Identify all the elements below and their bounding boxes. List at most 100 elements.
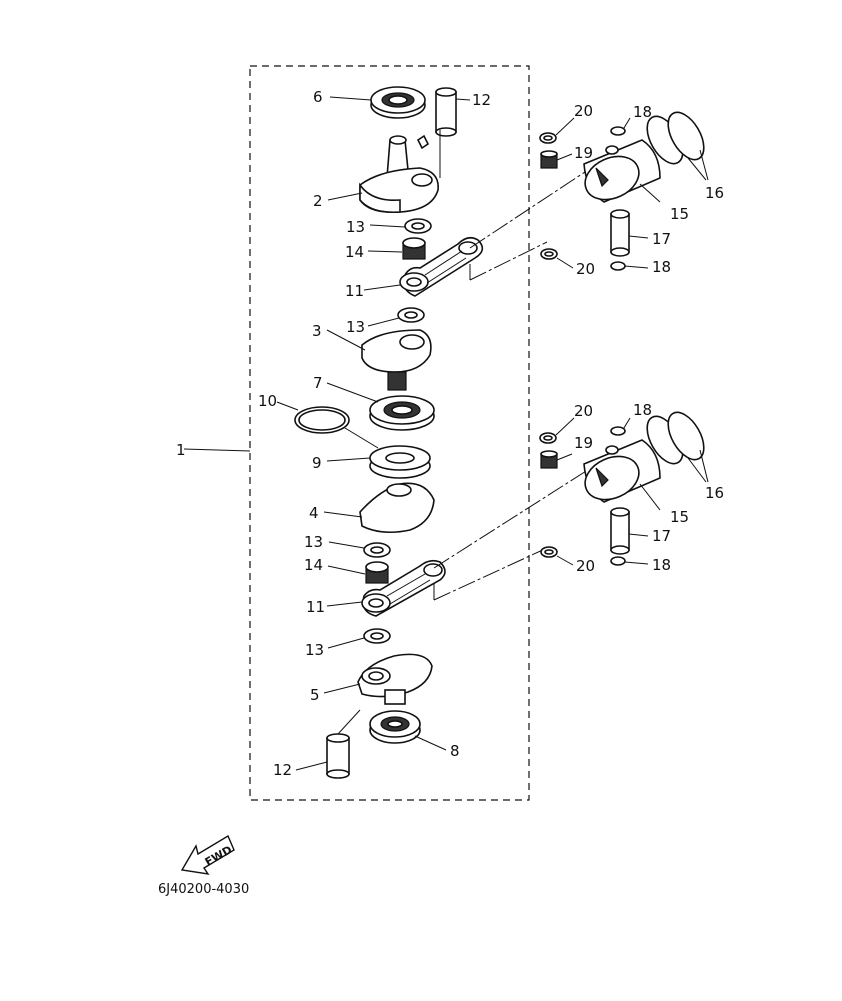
part-3-crank-web	[361, 329, 432, 391]
leader-11a	[363, 284, 401, 291]
label-7: 7	[313, 374, 323, 392]
part-9-seal	[369, 445, 431, 479]
label-19b: 19	[574, 434, 593, 452]
leader-17b	[628, 533, 649, 537]
label-17a: 17	[652, 230, 671, 248]
part-2-crank-web	[359, 167, 439, 214]
leader-10-to-9	[344, 427, 379, 449]
label-15a: 15	[670, 205, 689, 223]
leader-14b	[327, 565, 366, 575]
part-14-needle-bearing-b	[365, 561, 389, 584]
label-13b: 13	[346, 318, 365, 336]
leader-16b2	[699, 449, 709, 483]
leader-9	[326, 457, 371, 462]
centerline-lower-c	[433, 547, 548, 601]
leader-7	[326, 382, 379, 403]
label-20b: 20	[576, 260, 595, 278]
label-20a: 20	[574, 102, 593, 120]
leader-16b	[687, 457, 707, 483]
part-13-washer-b	[397, 307, 425, 323]
leader-4	[323, 511, 363, 518]
label-18d: 18	[652, 556, 671, 574]
label-12a: 12	[472, 91, 491, 109]
label-12b: 12	[273, 761, 292, 779]
part-19-needle-bearing-lower	[540, 450, 558, 469]
part-13-washer-d	[363, 628, 391, 644]
part-10-o-ring	[294, 406, 350, 434]
leader-13b	[367, 317, 400, 327]
part-7-seal	[369, 395, 435, 431]
leader-13d	[327, 637, 365, 649]
label-13a: 13	[346, 218, 365, 236]
leader-16a	[687, 157, 707, 181]
leader-19b	[556, 453, 573, 461]
part-4-crank-web	[359, 482, 435, 534]
leader-pin-lower	[337, 709, 361, 735]
leader-14a	[367, 250, 403, 253]
label-8: 8	[450, 742, 460, 760]
leader-15a	[639, 183, 661, 203]
leader-20d	[556, 555, 574, 566]
label-14a: 14	[345, 243, 364, 261]
label-18b: 18	[652, 258, 671, 276]
leader-10	[276, 401, 299, 411]
part-15-piston-upper	[583, 139, 661, 203]
label-15b: 15	[670, 508, 689, 526]
label-11b: 11	[306, 598, 325, 616]
leader-13c	[328, 541, 365, 549]
centerline-upper-c	[469, 241, 548, 281]
label-14b: 14	[304, 556, 323, 574]
part-12-pin-lower	[326, 733, 350, 779]
leader-13a	[369, 224, 406, 228]
leader-12a	[455, 98, 471, 101]
part-20-washer-lower-bottom	[540, 546, 558, 558]
part-13-washer-c	[363, 542, 391, 558]
part-20-washer-lower-top	[539, 432, 557, 444]
part-18-clip-upper-bottom	[610, 261, 626, 271]
part-18-clip-lower-bottom	[610, 556, 626, 566]
leader-1	[183, 448, 251, 452]
leader-11b	[326, 601, 363, 607]
part-18-clip-upper-top	[610, 126, 626, 136]
leader-3	[326, 329, 366, 351]
part-16-rings-lower	[646, 411, 705, 465]
centerline-upper-a	[469, 165, 595, 249]
assembly-boundary	[249, 65, 530, 801]
label-16a: 16	[705, 184, 724, 202]
label-5: 5	[310, 686, 320, 704]
label-18c: 18	[633, 401, 652, 419]
leader-20a	[555, 117, 575, 136]
leader-2	[327, 192, 363, 201]
leader-16a2	[699, 149, 709, 181]
leader-18c	[623, 417, 631, 429]
part-6-bearing	[370, 86, 426, 119]
part-11-connecting-rod-lower	[361, 559, 446, 617]
part-5-crank-web	[357, 653, 433, 705]
label-10: 10	[258, 392, 277, 410]
label-18a: 18	[633, 103, 652, 121]
leader-17a	[628, 235, 649, 239]
label-16b: 16	[705, 484, 724, 502]
part-17-piston-pin-upper	[610, 209, 630, 257]
part-12-pin-upper	[435, 87, 457, 137]
part-8-bearing	[369, 710, 421, 744]
label-6: 6	[313, 88, 323, 106]
label-3: 3	[312, 322, 322, 340]
label-11a: 11	[345, 282, 364, 300]
label-13c: 13	[304, 533, 323, 551]
leader-5	[323, 683, 361, 694]
label-20d: 20	[576, 557, 595, 575]
label-1: 1	[176, 441, 186, 459]
leader-20b	[556, 257, 574, 269]
part-20-washer-upper-bottom	[540, 248, 558, 260]
part-17-piston-pin-lower	[610, 507, 630, 555]
leader-12b	[295, 761, 328, 771]
leader-6	[329, 96, 372, 101]
part-14-needle-bearing-a	[402, 237, 426, 260]
leader-20c	[555, 417, 575, 436]
label-20c: 20	[574, 402, 593, 420]
label-17b: 17	[652, 527, 671, 545]
label-4: 4	[309, 504, 319, 522]
label-9: 9	[312, 454, 322, 472]
